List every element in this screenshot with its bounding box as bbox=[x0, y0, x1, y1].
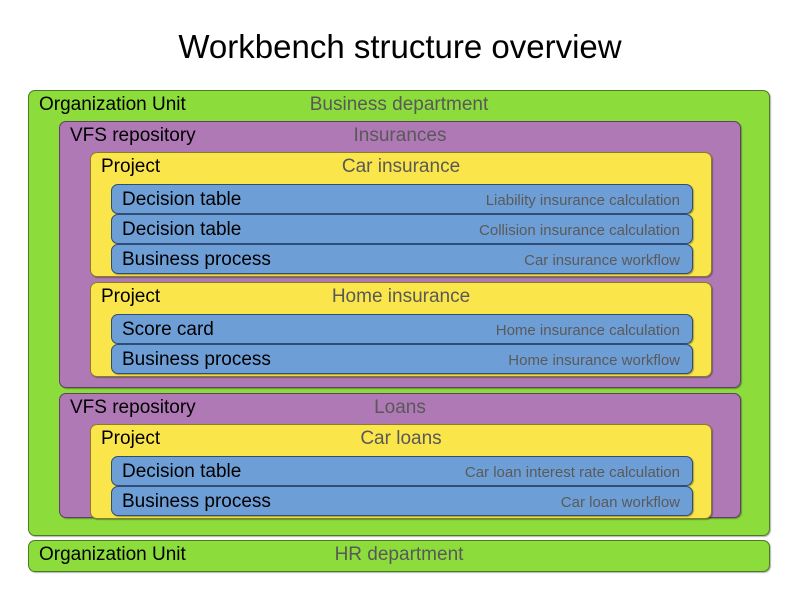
vfs-repository-loans[interactable]: VFS repository Loans Project Car loans D… bbox=[59, 393, 741, 519]
vfs-repository-type-label: VFS repository bbox=[70, 397, 196, 418]
project-name-label: Car loans bbox=[360, 428, 442, 449]
asset-row[interactable]: Decision table Car loan interest rate ca… bbox=[111, 456, 693, 486]
org-unit-hr-department[interactable]: Organization Unit HR department bbox=[28, 540, 770, 572]
project-name-label: Car insurance bbox=[341, 156, 461, 177]
org-unit-business-department[interactable]: Organization Unit Business department VF… bbox=[28, 90, 770, 536]
asset-row[interactable]: Business process Car loan workflow bbox=[111, 486, 693, 516]
asset-name-label: Home insurance calculation bbox=[495, 322, 680, 339]
org-unit-name-label: HR department bbox=[334, 544, 464, 565]
project-header: Project Car loans bbox=[91, 425, 711, 453]
asset-name-label: Car insurance workflow bbox=[524, 252, 680, 269]
project-type-label: Project bbox=[101, 286, 161, 307]
asset-name-label: Liability insurance calculation bbox=[485, 192, 680, 209]
asset-type-label: Decision table bbox=[122, 461, 242, 482]
org-unit-type-label: Organization Unit bbox=[39, 94, 186, 115]
project-header: Project Car insurance bbox=[91, 153, 711, 181]
vfs-repository-type-label: VFS repository bbox=[70, 125, 196, 146]
asset-type-label: Score card bbox=[122, 319, 214, 340]
asset-type-label: Business process bbox=[122, 491, 271, 512]
vfs-repository-header: VFS repository Loans bbox=[60, 394, 740, 422]
asset-type-label: Business process bbox=[122, 349, 271, 370]
vfs-repository-name-label: Insurances bbox=[353, 125, 447, 146]
asset-type-label: Business process bbox=[122, 249, 271, 270]
org-unit-header: Organization Unit Business department bbox=[29, 91, 769, 119]
asset-row[interactable]: Score card Home insurance calculation bbox=[111, 314, 693, 344]
org-unit-name-label: Business department bbox=[309, 94, 489, 115]
project-car-loans[interactable]: Project Car loans Decision table Car loa… bbox=[90, 424, 712, 519]
project-type-label: Project bbox=[101, 156, 161, 177]
project-type-label: Project bbox=[101, 428, 161, 449]
project-name-label: Home insurance bbox=[331, 286, 471, 307]
project-header: Project Home insurance bbox=[91, 283, 711, 311]
org-unit-header: Organization Unit HR department bbox=[29, 541, 769, 569]
asset-row[interactable]: Business process Home insurance workflow bbox=[111, 344, 693, 374]
asset-row[interactable]: Decision table Liability insurance calcu… bbox=[111, 184, 693, 214]
asset-row[interactable]: Business process Car insurance workflow bbox=[111, 244, 693, 274]
asset-name-label: Car loan workflow bbox=[560, 494, 680, 511]
vfs-repository-name-label: Loans bbox=[374, 397, 426, 418]
page-title: Workbench structure overview bbox=[178, 28, 622, 65]
vfs-repository-header: VFS repository Insurances bbox=[60, 122, 740, 150]
asset-type-label: Decision table bbox=[122, 219, 242, 240]
asset-name-label: Collision insurance calculation bbox=[479, 222, 680, 239]
project-car-insurance[interactable]: Project Car insurance Decision table Lia… bbox=[90, 152, 712, 277]
vfs-repository-insurances[interactable]: VFS repository Insurances Project Car in… bbox=[59, 121, 741, 388]
asset-row[interactable]: Decision table Collision insurance calcu… bbox=[111, 214, 693, 244]
asset-name-label: Car loan interest rate calculation bbox=[464, 464, 680, 481]
org-unit-type-label: Organization Unit bbox=[39, 544, 186, 565]
asset-type-label: Decision table bbox=[122, 189, 242, 210]
asset-name-label: Home insurance workflow bbox=[508, 352, 680, 369]
project-home-insurance[interactable]: Project Home insurance Score card Home i… bbox=[90, 282, 712, 377]
